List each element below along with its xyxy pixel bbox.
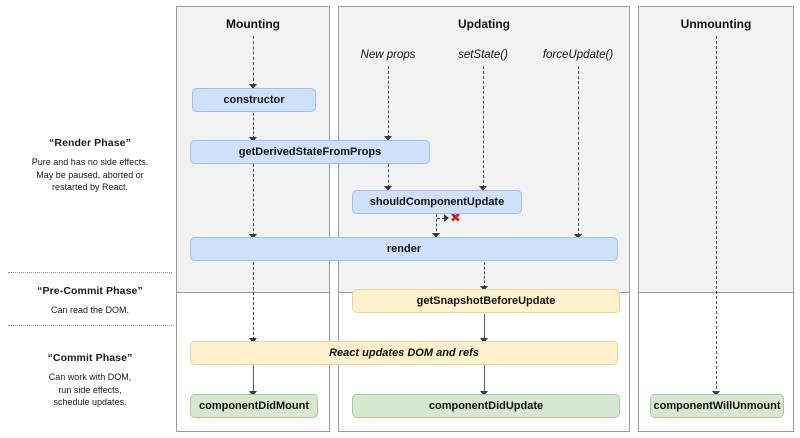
node-react-updates-dom[interactable]: React updates DOM and refs bbox=[190, 341, 618, 365]
arrowhead bbox=[384, 136, 392, 141]
connector-gdsfp-to-render bbox=[253, 164, 254, 236]
arrowhead bbox=[479, 186, 487, 191]
phase-legend-pre-commit: “Pre-Commit Phase” Can read the DOM. bbox=[6, 285, 174, 317]
phase-title-render: “Render Phase” bbox=[49, 137, 131, 149]
connector-mounting-start bbox=[253, 36, 254, 86]
phase-description-line: Can work with DOM, bbox=[48, 372, 132, 382]
column-header-unmounting: Unmounting bbox=[680, 17, 752, 31]
connector-forceupdate-to-render bbox=[578, 66, 579, 236]
phase-title-commit: “Commit Phase” bbox=[47, 352, 133, 364]
connector-constructor-to-gdsfp bbox=[253, 113, 254, 139]
node-should-component-update[interactable]: shouldComponentUpdate bbox=[352, 190, 522, 214]
trigger-new-props: New props bbox=[360, 49, 416, 61]
arrowhead bbox=[480, 286, 488, 291]
phase-legend-commit: “Commit Phase” Can work with DOM, run si… bbox=[6, 352, 174, 409]
connector-scu-false-branch bbox=[437, 218, 445, 219]
phase-divider-2 bbox=[8, 325, 172, 326]
phase-description-line: Pure and has no side effects. bbox=[31, 157, 149, 167]
phase-title-pre-commit: “Pre-Commit Phase” bbox=[37, 285, 143, 297]
node-component-did-update[interactable]: componentDidUpdate bbox=[352, 394, 620, 418]
phase-divider-1 bbox=[8, 272, 172, 273]
phase-description-line: schedule updates. bbox=[53, 397, 127, 407]
connector-unmounting-start bbox=[716, 36, 717, 394]
cancel-icon: ✖ bbox=[450, 211, 461, 226]
connector-scu-to-render bbox=[436, 214, 437, 236]
connector-render-to-dom-mounting bbox=[253, 262, 254, 340]
arrowhead bbox=[249, 338, 257, 343]
arrowhead bbox=[432, 233, 440, 238]
phase-description-render: Pure and has no side effects. May be pau… bbox=[6, 156, 174, 194]
phase-description-line: run side effects, bbox=[58, 384, 122, 395]
phase-legend-render: “Render Phase” Pure and has no side effe… bbox=[6, 137, 174, 194]
node-component-will-unmount[interactable]: componentWillUnmount bbox=[650, 394, 784, 418]
node-get-snapshot-before-update[interactable]: getSnapshotBeforeUpdate bbox=[352, 289, 620, 313]
phase-description-pre-commit: Can read the DOM. bbox=[6, 304, 174, 317]
connector-render-to-gsbu bbox=[484, 262, 485, 288]
connector-dom-to-cdm bbox=[253, 365, 254, 393]
connector-gdsfp-to-scu bbox=[388, 164, 389, 188]
arrowhead bbox=[249, 391, 257, 396]
arrowhead bbox=[712, 391, 720, 396]
phase-description-line: May be paused, aborted or bbox=[36, 169, 144, 180]
node-get-derived-state-from-props[interactable]: getDerivedStateFromProps bbox=[190, 140, 430, 164]
node-component-did-mount[interactable]: componentDidMount bbox=[190, 394, 318, 418]
column-header-mounting: Mounting bbox=[226, 17, 280, 31]
arrowhead bbox=[384, 186, 392, 191]
phase-description-line: Can read the DOM. bbox=[50, 305, 130, 315]
arrowhead bbox=[249, 137, 257, 142]
arrowhead bbox=[574, 234, 582, 239]
trigger-force-update: forceUpdate() bbox=[542, 49, 614, 61]
connector-new-props-to-gdsfp bbox=[388, 66, 389, 138]
arrowhead bbox=[249, 84, 257, 89]
connector-gsbu-to-dom bbox=[484, 314, 485, 340]
node-constructor[interactable]: constructor bbox=[192, 88, 316, 112]
phase-description-commit: Can work with DOM, run side effects, sch… bbox=[6, 371, 174, 409]
trigger-set-state: setState() bbox=[458, 49, 508, 61]
connector-dom-to-cdu bbox=[484, 365, 485, 393]
arrowhead-right bbox=[444, 214, 449, 222]
node-render[interactable]: render bbox=[190, 237, 618, 261]
arrowhead bbox=[480, 391, 488, 396]
column-header-updating: Updating bbox=[458, 17, 510, 31]
arrowhead bbox=[480, 338, 488, 343]
phase-description-line: restarted by React. bbox=[51, 182, 129, 192]
connector-setstate-to-scu bbox=[483, 66, 484, 188]
arrowhead bbox=[249, 234, 257, 239]
